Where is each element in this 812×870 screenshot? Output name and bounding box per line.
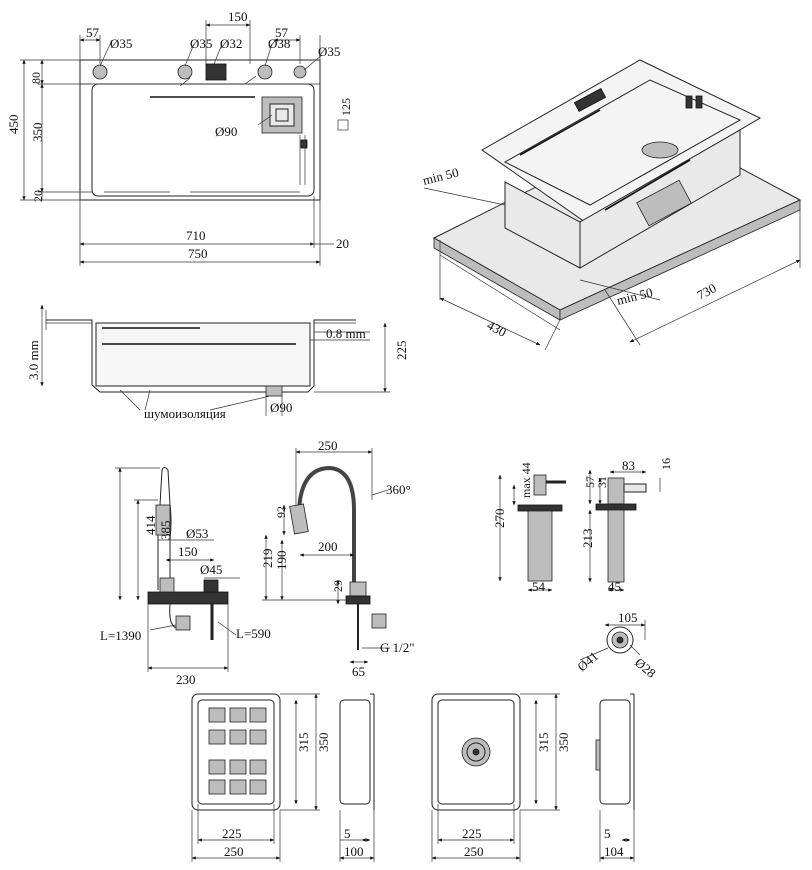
- dim-5-col: 5: [344, 826, 351, 841]
- faucet-front-view: 414 385 Ø53 150 Ø45 L=1390 L=590 230: [100, 467, 271, 687]
- dim-65: 65: [352, 664, 365, 679]
- dim-150-faucet: 150: [178, 544, 198, 559]
- tap-hole-left: [92, 64, 108, 80]
- dim-45-disp: 45: [608, 579, 621, 594]
- dim-3mm: 3.0 mm: [26, 340, 41, 380]
- dim-230: 230: [176, 672, 196, 687]
- dim-08mm: 0.8 mm: [326, 326, 366, 341]
- dim-57-disp: 57: [583, 476, 597, 488]
- dim-750: 750: [188, 246, 208, 261]
- dim-450: 450: [6, 115, 21, 135]
- dim-80: 80: [29, 72, 43, 84]
- drainer-views: 315 350 225 250 5 104: [431, 693, 635, 862]
- dim-730: 730: [694, 280, 718, 302]
- dim-190: 190: [274, 551, 289, 571]
- dim-105: 105: [618, 610, 638, 625]
- dim-315-dr: 315: [536, 733, 551, 753]
- label-g12: G 1/2": [380, 640, 415, 655]
- dim-d41: Ø41: [574, 648, 601, 674]
- dim-29: 29: [331, 580, 345, 592]
- dim-315-col: 315: [296, 733, 311, 753]
- dim-219: 219: [260, 549, 275, 569]
- dim-200: 200: [318, 539, 338, 554]
- dim-20-left: 20: [31, 190, 45, 202]
- tap-hole-far: [293, 65, 307, 79]
- dim-d35-mid: Ø35: [190, 36, 212, 51]
- colander-perforation: [208, 707, 267, 795]
- sink-iso-view: min 50 min 50 430 730: [421, 59, 802, 351]
- tap-hole-right: [257, 64, 273, 80]
- tap-hole-mid: [177, 64, 193, 80]
- dim-d90-side: Ø90: [270, 400, 292, 415]
- sink-top-view: 57 Ø35 Ø35 Ø32 150 Ø38 57 Ø35 80 450 350…: [6, 9, 353, 266]
- dim-16: 16: [659, 458, 673, 470]
- dim-57-left: 57: [86, 25, 100, 40]
- dim-max44: max 44: [519, 462, 533, 498]
- dim-d45: Ø45: [200, 562, 222, 577]
- dim-225-side: 225: [394, 341, 409, 361]
- dim-57-right: 57: [275, 25, 289, 40]
- dim-min50-a: min 50: [421, 165, 460, 188]
- tap-hole-rect: [205, 63, 227, 81]
- dim-83: 83: [622, 458, 635, 473]
- dim-213: 213: [580, 529, 595, 549]
- faucet-side-view: 250 360° 92 200 219 190 29 G 1/2" 65: [260, 438, 415, 679]
- dim-350: 350: [30, 123, 45, 143]
- dispenser-views: 270 max 44 54 57 31 83 16 213 45 105 Ø41…: [492, 458, 673, 681]
- dim-d28: Ø28: [632, 655, 659, 681]
- label-l1390: L=1390: [100, 628, 141, 643]
- label-insulation: шумоизоляция: [144, 406, 226, 421]
- dim-54: 54: [532, 579, 546, 594]
- dim-270: 270: [492, 509, 507, 529]
- dim-104: 104: [604, 844, 624, 859]
- label-l590: L=590: [236, 626, 271, 641]
- dim-100: 100: [344, 844, 364, 859]
- dim-360: 360°: [386, 482, 411, 497]
- dim-d38: Ø38: [268, 36, 290, 51]
- dim-92: 92: [274, 506, 288, 518]
- dim-250-dr: 250: [464, 844, 484, 859]
- dim-d32: Ø32: [220, 36, 242, 51]
- dim-385: 385: [158, 521, 173, 541]
- dim-31: 31: [595, 476, 609, 488]
- dim-250-faucet: 250: [318, 438, 338, 453]
- dim-d35-right: Ø35: [318, 44, 340, 59]
- sink-side-view: 3.0 mm 0.8 mm 225 шумоизоляция Ø90: [26, 304, 409, 421]
- dim-d35-left: Ø35: [110, 36, 132, 51]
- dim-d53: Ø53: [186, 526, 208, 541]
- dim-225-dr: 225: [462, 826, 482, 841]
- dim-20-right: 20: [336, 236, 349, 251]
- dim-710: 710: [186, 228, 206, 243]
- dim-150: 150: [228, 9, 248, 24]
- dim-d90: Ø90: [215, 124, 237, 139]
- dim-5-dr: 5: [604, 826, 611, 841]
- dim-125: 125: [339, 98, 353, 116]
- colander-views: 315 350 225 250 5 100: [191, 693, 375, 862]
- dim-250-col: 250: [224, 844, 244, 859]
- dim-350-col: 350: [316, 733, 331, 753]
- dim-414: 414: [143, 515, 158, 535]
- dim-350-dr: 350: [556, 733, 571, 753]
- dim-225-col: 225: [222, 826, 242, 841]
